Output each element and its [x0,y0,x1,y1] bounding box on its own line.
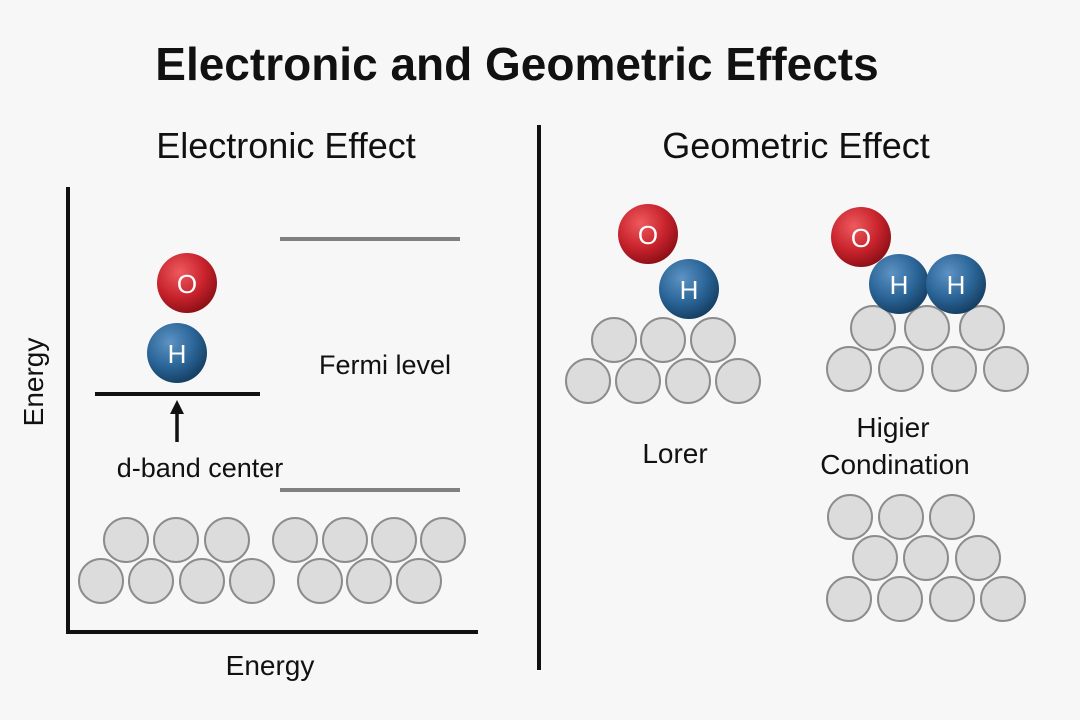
surface-atom [103,517,149,563]
hydrogen-atom [869,254,929,314]
lower-surface-atoms [565,317,761,404]
surface-atom [827,494,873,540]
higher-coordination-label-line2: Condination [820,449,969,480]
surface-atom [371,517,417,563]
fermi-level-label: Fermi level [319,350,451,380]
surface-atom [826,576,872,622]
surface-atom [591,317,637,363]
lower-coordination-cluster: H O [565,204,761,404]
surface-atom [929,494,975,540]
higher-coordination-cluster: H H O [826,207,1029,392]
geometric-effect-heading: Geometric Effect [662,125,929,166]
surface-atom [715,358,761,404]
surface-atom [204,517,250,563]
surface-atom [346,558,392,604]
surface-atoms-left [78,517,275,604]
electronic-effect-heading: Electronic Effect [156,125,415,166]
surface-atom [877,576,923,622]
surface-atom [955,535,1001,581]
surface-atom [903,535,949,581]
surface-atoms-right [272,517,466,604]
surface-atom [826,346,872,392]
surface-atom [565,358,611,404]
surface-atom [229,558,275,604]
higher-coordination-label-line1: Higier [856,412,929,443]
hydrogen-atom [659,259,719,319]
surface-atom [852,535,898,581]
oxygen-atom [831,207,891,267]
surface-atom [983,346,1029,392]
surface-atom [904,305,950,351]
electronic-effect-panel: Electronic Effect Energy Energy Fermi le… [18,125,478,681]
hydrogen-atom [926,254,986,314]
surface-atom [640,317,686,363]
oxygen-atom [618,204,678,264]
y-axis-label: Energy [18,338,49,427]
surface-atom [396,558,442,604]
higher-surface-atoms [826,305,1029,392]
hydrogen-symbol: H [680,275,699,305]
d-band-center-label: d-band center [117,453,284,483]
oxygen-symbol: O [638,220,658,250]
surface-atom [690,317,736,363]
hydrogen-atom [147,323,207,383]
oh-molecule: O H [147,253,217,383]
surface-atom [153,517,199,563]
surface-atom [931,346,977,392]
surface-atom [615,358,661,404]
surface-atom [179,558,225,604]
page-title: Electronic and Geometric Effects [155,38,878,90]
hydrogen-symbol: H [947,270,966,300]
arrow-head-icon [170,400,184,414]
lower-coordination-label: Lorer [642,438,707,469]
surface-atom [297,558,343,604]
surface-atom [929,576,975,622]
surface-atom [878,346,924,392]
surface-atom [420,517,466,563]
surface-atom [878,494,924,540]
surface-atom [272,517,318,563]
x-axis-label: Energy [226,650,315,681]
hydrogen-symbol: H [168,339,187,369]
surface-atom [959,305,1005,351]
surface-atom [78,558,124,604]
oxygen-atom [157,253,217,313]
hydrogen-symbol: H [890,270,909,300]
surface-atom [850,305,896,351]
surface-atom [128,558,174,604]
surface-atom [322,517,368,563]
surface-atom [980,576,1026,622]
oxygen-symbol: O [851,223,871,253]
geometric-effect-panel: Geometric Effect H O Lorer [565,125,1029,622]
surface-atom [665,358,711,404]
bulk-surface-atoms [826,494,1026,622]
oxygen-symbol: O [177,269,197,299]
